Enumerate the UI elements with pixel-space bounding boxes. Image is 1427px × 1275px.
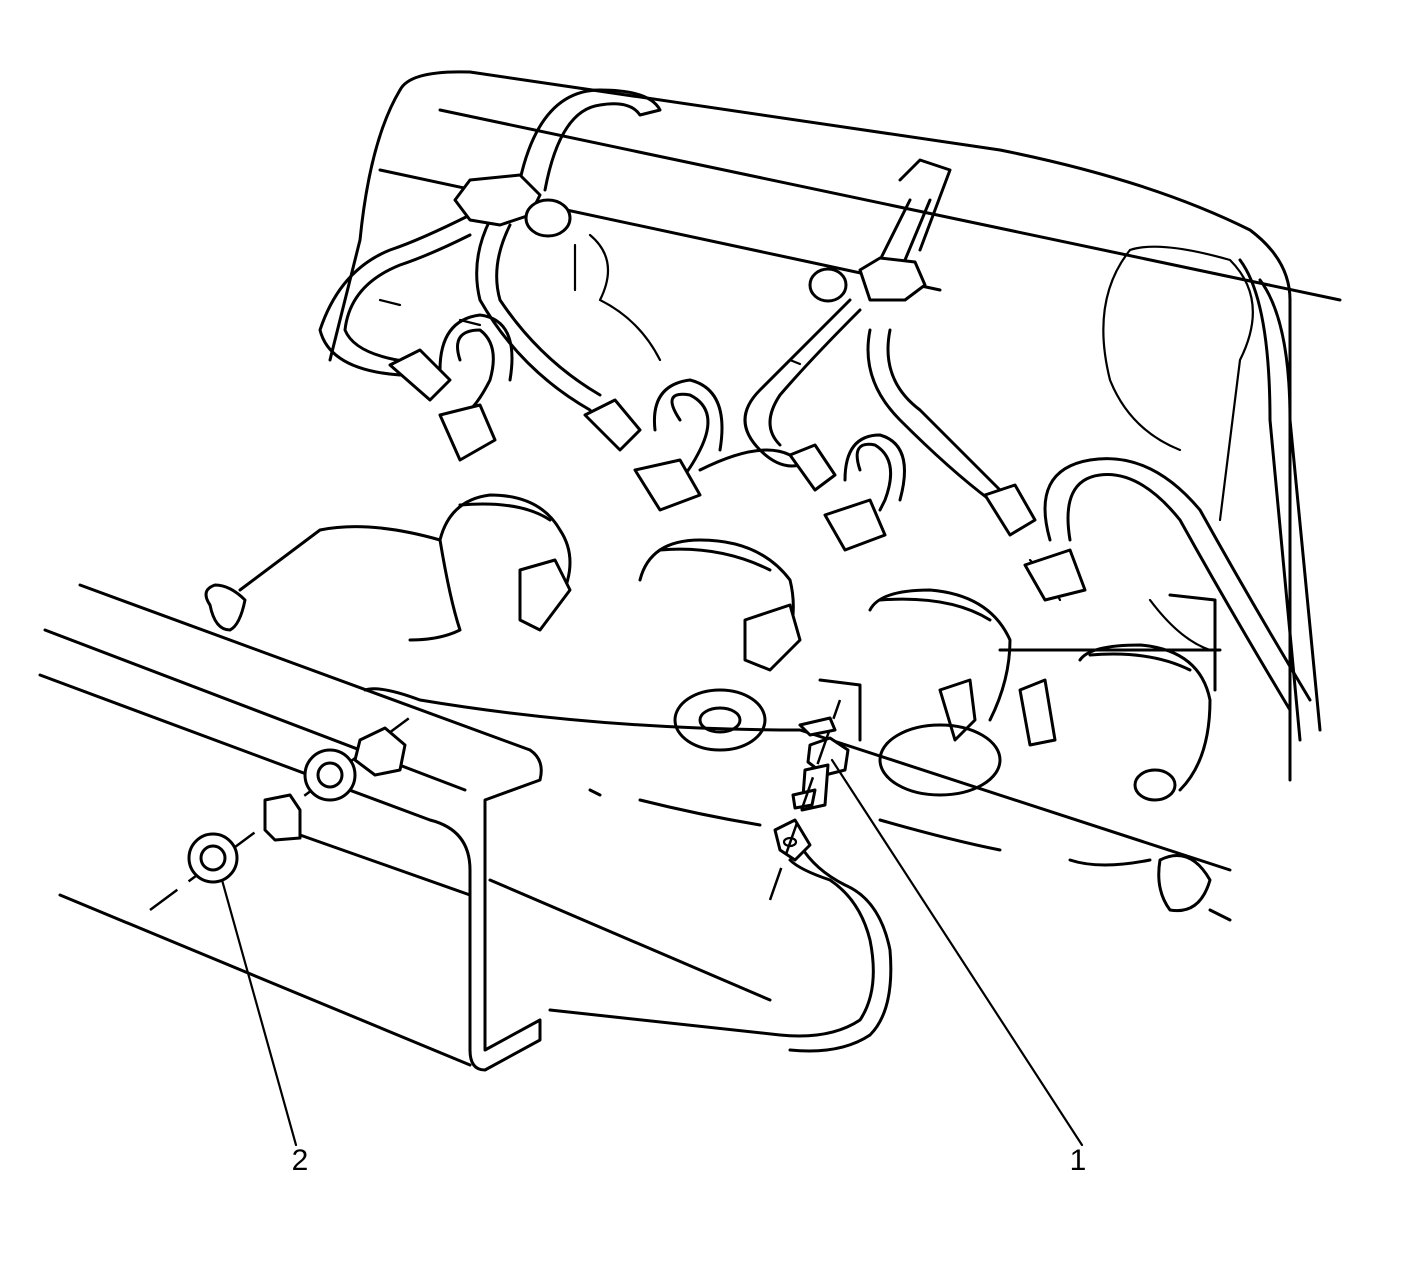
fuel-injection-lines — [318, 88, 1312, 712]
leader-line-1 — [830, 758, 1084, 1147]
manifold-bracket — [38, 583, 1232, 1072]
line-clamps — [388, 173, 1087, 602]
callout-label-1: 1 — [1070, 1144, 1087, 1177]
leader-line-2 — [220, 878, 298, 1147]
fuel-return-line — [548, 818, 893, 1053]
washer-stack-callout-2 — [149, 708, 421, 912]
callout-label-2: 2 — [292, 1144, 309, 1177]
fitting-callout-1 — [768, 699, 850, 901]
exhaust-ports — [238, 493, 1232, 922]
